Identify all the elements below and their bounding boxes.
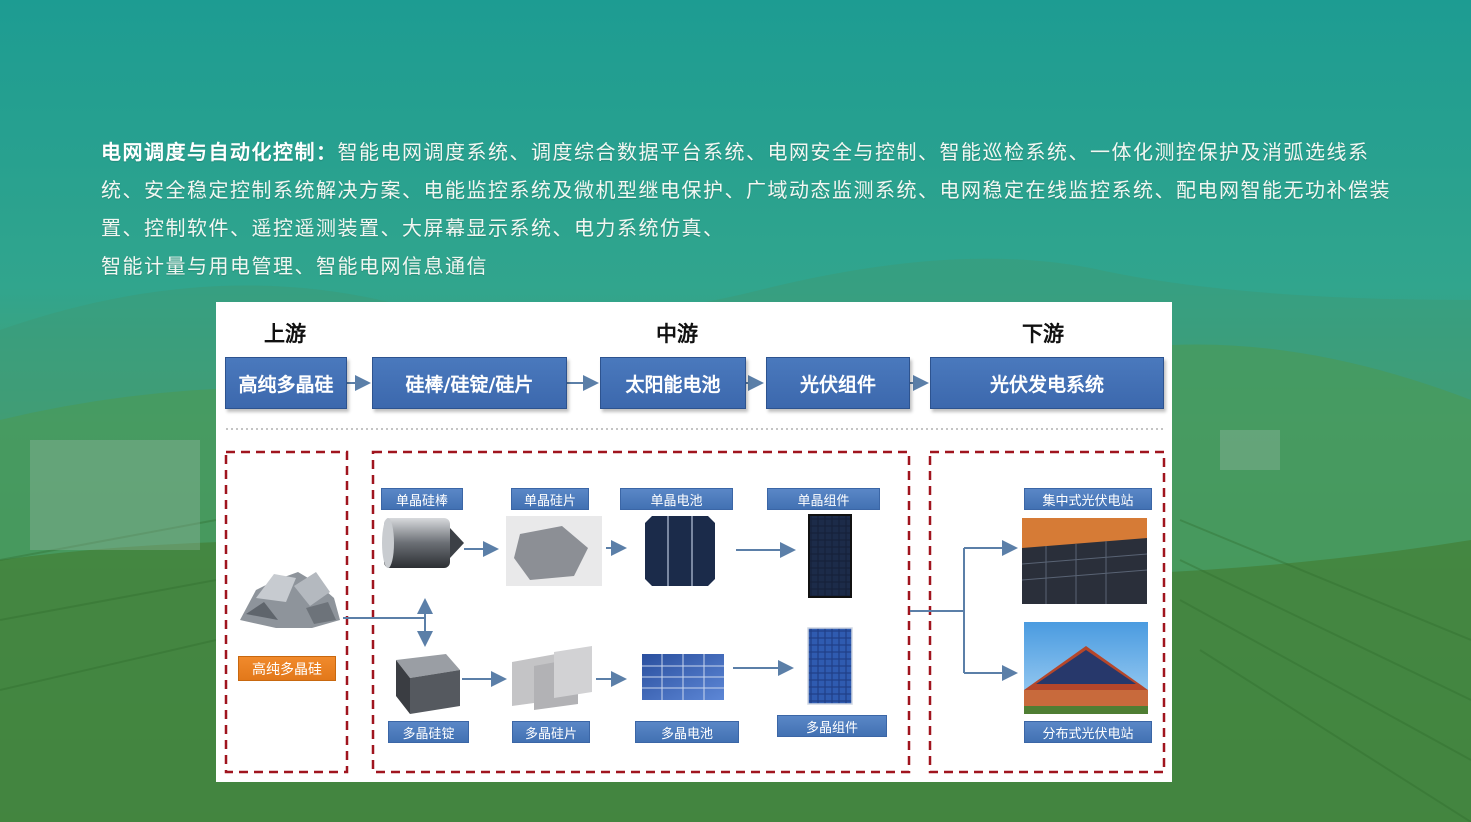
tag-poly-wafer: 多晶硅片 xyxy=(512,721,590,743)
chain-box-polysilicon: 高纯多晶硅 xyxy=(225,357,347,409)
tag-centralized-station: 集中式光伏电站 xyxy=(1024,488,1152,510)
chain-box-pv-system: 光伏发电系统 xyxy=(930,357,1164,409)
tag-mono-module: 单晶组件 xyxy=(767,488,880,510)
tag-distributed-station: 分布式光伏电站 xyxy=(1024,721,1152,743)
mono-ingot-image xyxy=(382,518,464,568)
pv-industry-chain-diagram: 上游 中游 下游 高纯多晶硅 硅棒/硅锭/硅片 太阳能电池 光伏组件 光伏发电系… xyxy=(216,302,1172,782)
stage-downstream-label: 下游 xyxy=(1022,322,1064,346)
distributed-station-image xyxy=(1024,622,1148,714)
tag-poly-ingot: 多晶硅锭 xyxy=(388,721,469,743)
polysilicon-chunks-image xyxy=(240,572,340,628)
intro-paragraph: 电网调度与自动化控制：智能电网调度系统、调度综合数据平台系统、电网安全与控制、智… xyxy=(101,133,1391,285)
chain-box-pv-module: 光伏组件 xyxy=(766,357,910,409)
tag-mono-rod: 单晶硅棒 xyxy=(381,488,463,510)
intro-lead: 电网调度与自动化控制： xyxy=(101,140,338,164)
raw-material-tag: 高纯多晶硅 xyxy=(238,656,336,681)
chain-box-solar-cell: 太阳能电池 xyxy=(600,357,746,409)
poly-wafer-image xyxy=(512,646,592,710)
poly-cell-image xyxy=(642,654,724,700)
poly-module-image xyxy=(807,627,853,705)
mono-module-image xyxy=(808,514,852,598)
tag-poly-module: 多晶组件 xyxy=(777,715,887,737)
tag-mono-cell: 单晶电池 xyxy=(620,488,733,510)
diagram-lines xyxy=(224,375,1166,774)
tag-mono-wafer: 单晶硅片 xyxy=(511,488,589,510)
intro-body: 智能电网调度系统、调度综合数据平台系统、电网安全与控制、智能巡检系统、一体化测控… xyxy=(101,140,1391,240)
chain-box-rod-ingot-wafer: 硅棒/硅锭/硅片 xyxy=(372,357,567,409)
tag-poly-cell: 多晶电池 xyxy=(635,721,739,743)
mono-cell-image xyxy=(645,516,715,586)
stage-midstream-label: 中游 xyxy=(656,322,698,346)
mono-wafer-image xyxy=(506,516,602,586)
poly-ingot-image xyxy=(396,654,460,714)
intro-tail: 智能计量与用电管理、智能电网信息通信 xyxy=(101,254,488,278)
centralized-station-image xyxy=(1021,518,1148,604)
stage-upstream-label: 上游 xyxy=(264,322,306,346)
